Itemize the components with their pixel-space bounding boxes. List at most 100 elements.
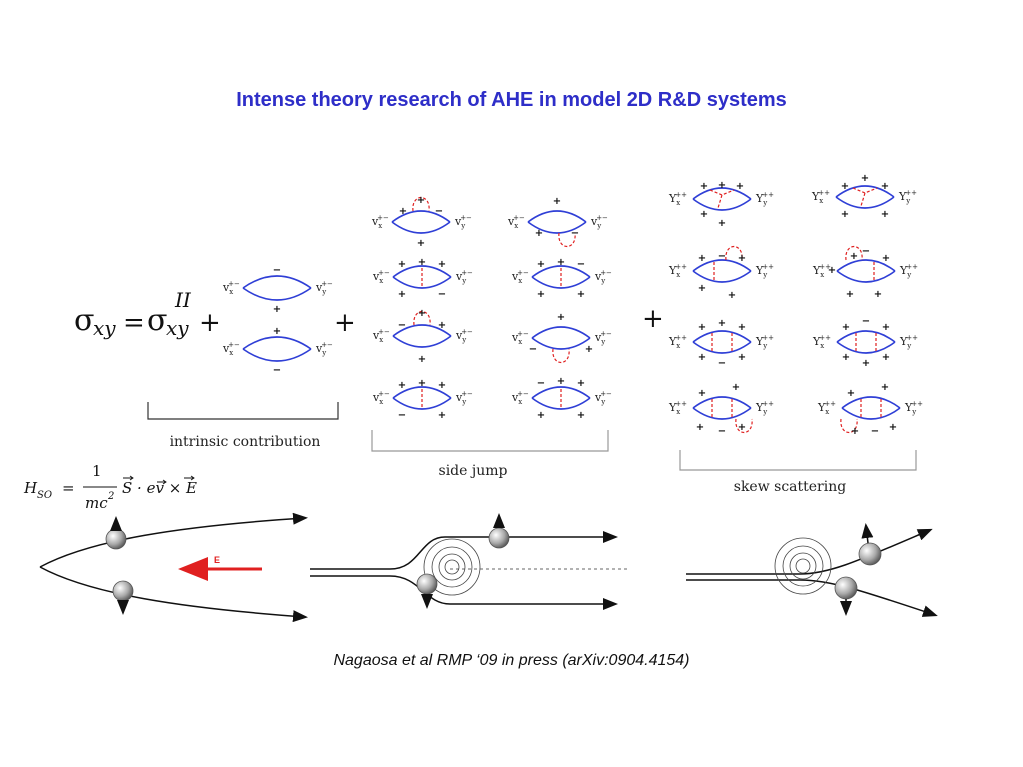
skew-caption: skew scattering — [734, 479, 846, 495]
sign-marker: + — [851, 426, 859, 437]
sign-marker: + — [418, 257, 426, 268]
sign-marker: + — [882, 322, 890, 333]
impurity-potential-rings — [423, 538, 481, 596]
bubble-diagram-5: vx+−vy+−++−++ — [511, 257, 612, 300]
sigma-subscript: xy — [93, 316, 116, 340]
bubble-diagram-4: vx+−vy+−++++− — [372, 257, 473, 300]
sign-marker: + — [698, 322, 706, 333]
vertex-label-right: Υy++ — [898, 189, 917, 205]
propagator-upper — [692, 396, 752, 409]
bubble-diagram-12: Υx++Υy+++−+++ — [668, 245, 774, 301]
impurity-loop — [552, 348, 570, 364]
sign-marker: + — [438, 320, 446, 331]
sign-marker: + — [738, 322, 746, 333]
propagator-lower — [391, 221, 451, 234]
side-jump-group: side jump — [371, 430, 609, 479]
vertex-label-left: vx+− — [507, 214, 525, 230]
propagator-lower — [836, 341, 896, 354]
skew-electron-down — [834, 576, 858, 600]
vertex-label-right: vy+− — [315, 341, 333, 357]
propagator-upper — [531, 265, 591, 278]
side-jump-electron-up — [488, 527, 510, 549]
propagator-lower — [692, 407, 752, 420]
vertex-label-left: Υx++ — [668, 400, 687, 416]
bubble-diagram-11: Υx++Υy+++++++ — [811, 173, 917, 220]
propagator-upper — [391, 210, 451, 223]
propagator-lower — [392, 276, 452, 289]
sign-marker: + — [698, 352, 706, 363]
vertex-label-left: Υx++ — [811, 189, 830, 205]
sign-marker: + — [861, 173, 869, 184]
vertex-label-left: Υx++ — [817, 400, 836, 416]
sign-marker: + — [698, 388, 706, 399]
hamiltonian-denominator-exp: 2 — [107, 491, 114, 502]
vertex-label-right: Υy++ — [899, 334, 918, 350]
hamiltonian-H: H — [23, 479, 38, 497]
sign-marker: + — [585, 344, 593, 355]
propagator-upper — [242, 275, 312, 289]
sign-marker: + — [882, 352, 890, 363]
sign-marker: + — [537, 259, 545, 270]
vertex-label-right: vy+− — [455, 390, 473, 406]
vertex-label-left: vx+− — [222, 341, 240, 357]
propagator-upper — [692, 330, 752, 343]
propagator-lower — [527, 221, 587, 234]
sigma-symbol: σ — [74, 303, 94, 338]
vertex-label-left: vx+− — [372, 269, 390, 285]
sign-marker: − — [438, 289, 446, 300]
sign-marker: + — [874, 289, 882, 300]
skew-upper-path — [686, 528, 933, 575]
skew-spin-up-arrow — [861, 523, 874, 544]
sign-marker: + — [828, 265, 836, 276]
propagator-upper — [531, 386, 591, 399]
plus-sign-3: + — [642, 304, 664, 334]
sign-marker: + — [273, 304, 281, 315]
impurity-loop — [413, 310, 431, 326]
sign-marker: + — [557, 312, 565, 323]
sign-marker: − — [398, 410, 406, 421]
sign-marker: + — [732, 382, 740, 393]
side-jump-bracket — [371, 430, 609, 452]
sign-marker: − — [871, 426, 879, 437]
vertex-label-left: Υx++ — [668, 191, 687, 207]
sign-marker: − — [862, 246, 870, 257]
sign-marker: + — [862, 358, 870, 369]
sign-marker: − — [529, 344, 537, 355]
sigma-II-symbol: σ — [147, 303, 167, 338]
bubble-diagram-8: vx+−vy+−+++−+ — [372, 378, 473, 421]
sign-marker: + — [738, 352, 746, 363]
impurity-loop — [735, 418, 753, 434]
sign-marker: − — [398, 320, 406, 331]
vertex-label-left: Υx++ — [668, 334, 687, 350]
vector-arrows — [123, 475, 195, 485]
sign-marker: + — [438, 410, 446, 421]
sign-marker: + — [738, 253, 746, 264]
citation: Nagaosa et al RMP ‘09 in press (arXiv:09… — [333, 652, 690, 669]
propagator-lower — [692, 198, 752, 211]
sign-marker: + — [537, 410, 545, 421]
sign-marker: + — [418, 308, 426, 319]
lower-trajectory — [39, 566, 308, 623]
hamiltonian-equals: = — [62, 479, 75, 497]
sign-marker: − — [571, 228, 579, 239]
impurity-vertex — [852, 187, 878, 207]
sign-marker: + — [882, 253, 890, 264]
sign-marker: + — [535, 228, 543, 239]
propagator-lower — [836, 270, 896, 283]
intrinsic-deflection-illustration: E — [39, 512, 308, 623]
propagator-lower — [531, 337, 591, 350]
feynman-diagram-figure: σ xy = σ xy II + + + vx+−vy+−−+vx+−vy+−+… — [23, 173, 938, 623]
bubble-diagram-15: Υx++Υy+++−++++ — [812, 316, 918, 369]
skew-lower-path — [686, 579, 938, 617]
electric-field-label: E — [214, 555, 220, 565]
propagator-upper — [836, 330, 896, 343]
propagator-upper — [392, 386, 452, 399]
bubble-diagram-6: vx+−vy+−−+++ — [372, 308, 473, 365]
hamiltonian-rhs: S · ev × E — [122, 479, 197, 497]
vertex-label-left: Υx++ — [812, 334, 831, 350]
hamiltonian-subscript: SO — [37, 490, 52, 501]
bubble-diagram-13: Υx++Υy++++−+++ — [812, 245, 918, 300]
sign-marker: + — [841, 209, 849, 220]
sign-marker: − — [862, 316, 870, 327]
propagator-lower — [841, 407, 901, 420]
